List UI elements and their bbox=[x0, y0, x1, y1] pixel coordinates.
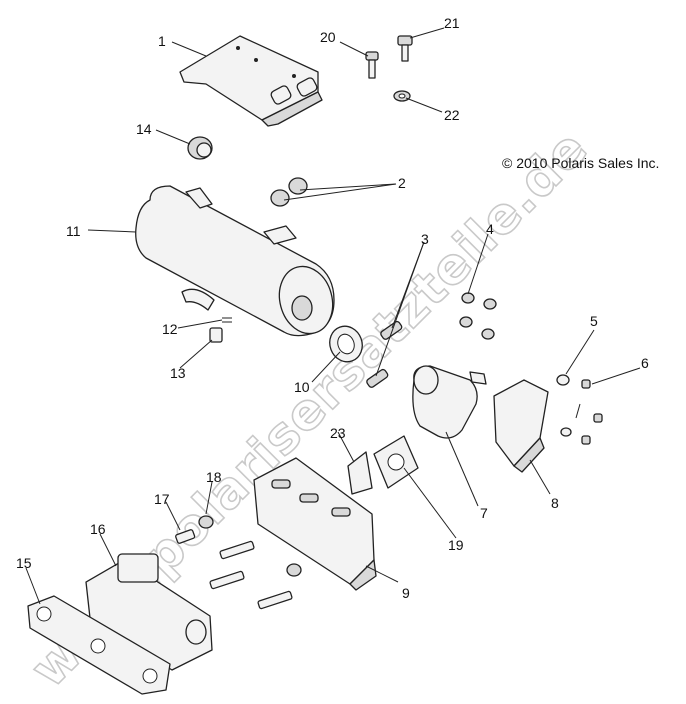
grommets-2 bbox=[270, 177, 308, 207]
callout-7: 7 bbox=[480, 505, 488, 521]
callout-19: 19 bbox=[448, 537, 464, 553]
callout-17: 17 bbox=[154, 491, 170, 507]
callout-2: 2 bbox=[398, 175, 406, 191]
callout-10: 10 bbox=[294, 379, 310, 395]
callout-9: 9 bbox=[402, 585, 410, 601]
gasket-ring-10 bbox=[329, 325, 363, 363]
callout-labels: 1 2 3 4 5 6 7 8 9 10 11 12 13 14 15 16 1… bbox=[16, 15, 649, 601]
grommet-14 bbox=[187, 136, 213, 160]
muffler-11 bbox=[135, 185, 335, 337]
callout-4: 4 bbox=[486, 221, 494, 237]
plug-13 bbox=[209, 327, 223, 343]
callout-22: 22 bbox=[444, 107, 460, 123]
nuts-4 bbox=[459, 292, 497, 340]
callout-15: 15 bbox=[16, 555, 32, 571]
callout-20: 20 bbox=[320, 29, 336, 45]
manifold-bolts bbox=[209, 540, 302, 610]
bolt-20 bbox=[365, 51, 379, 79]
bolt-21 bbox=[397, 35, 413, 62]
flange-gasket-19 bbox=[373, 435, 419, 489]
washer-5 bbox=[556, 374, 570, 386]
callout-5: 5 bbox=[590, 313, 598, 329]
exhaust-elbow-7 bbox=[412, 365, 487, 439]
copyright-notice: © 2010 Polaris Sales Inc. bbox=[502, 155, 659, 171]
bolts-6 bbox=[560, 379, 603, 445]
callout-11: 11 bbox=[66, 223, 81, 239]
callout-6: 6 bbox=[641, 355, 649, 371]
clip-12 bbox=[222, 317, 232, 323]
nut-22 bbox=[393, 90, 411, 102]
callout-12: 12 bbox=[162, 321, 178, 337]
callout-13: 13 bbox=[170, 365, 186, 381]
springs-3 bbox=[366, 320, 403, 388]
callout-3: 3 bbox=[421, 231, 429, 247]
leader-lines bbox=[25, 27, 641, 605]
callout-8: 8 bbox=[551, 495, 559, 511]
callout-18: 18 bbox=[206, 469, 222, 485]
stud-17 bbox=[175, 529, 196, 544]
nut-18 bbox=[198, 515, 214, 529]
heat-shield-8 bbox=[493, 379, 549, 473]
clip-23 bbox=[347, 451, 373, 495]
mounting-bracket bbox=[179, 35, 323, 127]
callout-23: 23 bbox=[330, 425, 346, 441]
manifold-gasket-15 bbox=[27, 595, 171, 695]
callout-14: 14 bbox=[136, 121, 152, 137]
callout-21: 21 bbox=[444, 15, 460, 31]
callout-1: 1 bbox=[158, 33, 166, 49]
callout-16: 16 bbox=[90, 521, 106, 537]
